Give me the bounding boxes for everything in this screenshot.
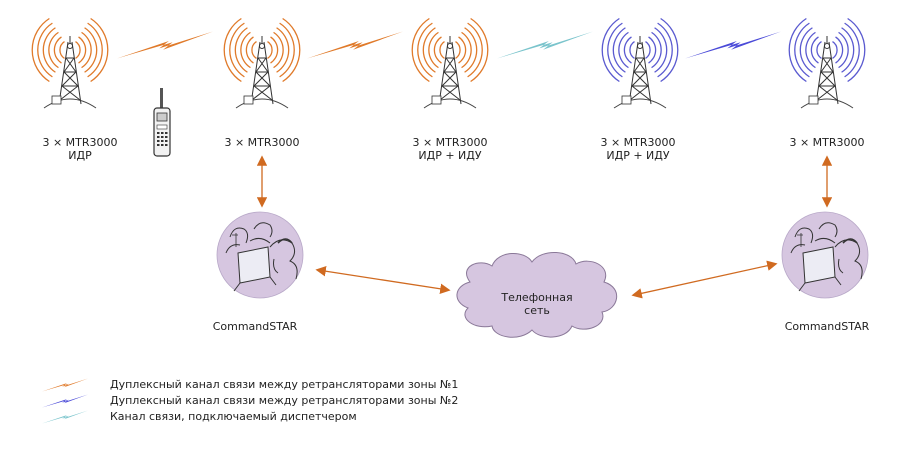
legend-zone1-text: Дуплексный канал связи между ретранслято… — [110, 378, 459, 391]
dispatcher-console-right-icon — [781, 211, 869, 299]
link-bolt-4-5 — [685, 31, 781, 59]
legend-dispatcher-bolt — [42, 410, 88, 424]
link-bolt-2-3 — [307, 31, 403, 59]
radio-tower-1-icon — [31, 17, 109, 109]
dispatch-right-label: CommandSTAR — [784, 320, 870, 333]
tower-5-label: 3 × MTR3000 — [789, 136, 865, 149]
phone-network-cloud — [456, 252, 617, 338]
dispatcher-console-left-icon — [216, 211, 304, 299]
legend-zone2-text: Дуплексный канал связи между ретранслято… — [110, 394, 459, 407]
link-bolt-3-4 — [497, 31, 593, 59]
tower-2-label: 3 × MTR3000 — [224, 136, 300, 149]
radio-tower-5-icon — [788, 17, 866, 109]
link-bolt-1-2 — [117, 31, 213, 59]
dispatch-left-label: CommandSTAR — [212, 320, 298, 333]
radio-tower-4-icon — [601, 17, 679, 109]
radio-tower-2-icon — [223, 17, 301, 109]
link-arrow-right-network — [631, 260, 778, 299]
legend-dispatcher-text: Канал связи, подключаемый диспетчером — [110, 410, 357, 423]
handheld-radio-icon — [153, 88, 171, 157]
legend-zone1-bolt — [42, 378, 88, 392]
link-arrow-left-network — [315, 266, 451, 294]
radio-tower-3-icon — [411, 17, 489, 109]
legend-zone2-bolt — [42, 394, 88, 408]
